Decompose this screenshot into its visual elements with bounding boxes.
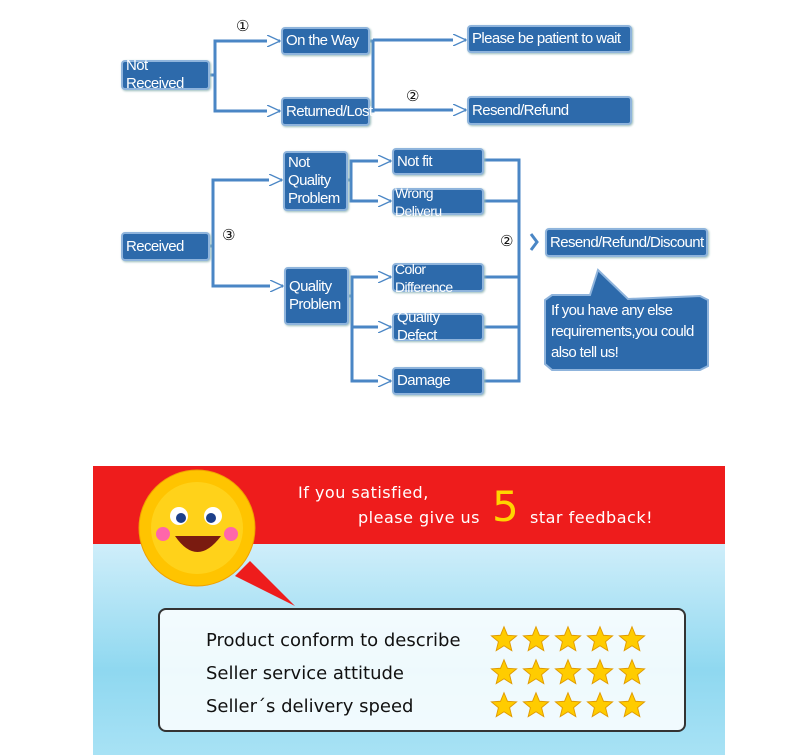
star-icon	[586, 625, 614, 652]
speech-bubble-shape	[544, 268, 709, 371]
star-icon	[490, 625, 518, 652]
node-resend-refund: Resend/Refund	[467, 96, 632, 125]
node-not-received: Not Received	[121, 57, 210, 92]
five-star-number: 5	[492, 482, 519, 531]
feedback-line-2-prefix: please give us	[358, 508, 480, 527]
star-rating-service	[490, 658, 646, 686]
step-marker-1: ①	[236, 17, 250, 35]
node-received: Received	[121, 232, 210, 261]
node-returned-lost: Returned/Lost	[281, 97, 373, 126]
connector-lines	[209, 0, 709, 420]
node-damage: Damage	[392, 367, 484, 395]
node-quality-problem: Quality Problem	[284, 267, 349, 325]
node-color-difference: Color Difference	[392, 261, 484, 295]
node-not-quality-problem: Not Quality Problem	[283, 151, 348, 211]
rating-label-product: Product conform to describe	[206, 630, 461, 651]
node-wrong-delivery: Wrong Deliveru	[392, 185, 484, 219]
step-marker-3: ③	[222, 226, 236, 244]
star-icon	[618, 625, 646, 652]
node-wait: Please be patient to wait	[467, 25, 632, 53]
star-icon	[554, 658, 582, 685]
node-not-fit: Not fit	[392, 148, 484, 175]
star-rating-delivery	[490, 691, 646, 719]
star-icon	[618, 691, 646, 718]
star-icon	[586, 658, 614, 685]
star-icon	[522, 691, 550, 718]
star-icon	[618, 658, 646, 685]
node-on-the-way: On the Way	[281, 27, 370, 55]
speech-bubble-note: If you have any else requirements,you co…	[551, 302, 694, 361]
sun-mascot-icon	[138, 469, 295, 606]
star-icon	[586, 691, 614, 718]
feedback-line-1: If you satisfied,	[298, 483, 429, 502]
star-icon	[554, 625, 582, 652]
rating-label-service: Seller service attitude	[206, 663, 405, 684]
step-marker-2: ②	[406, 87, 420, 105]
star-icon	[522, 625, 550, 652]
step-marker-2b: ②	[500, 232, 514, 250]
star-icon	[522, 658, 550, 685]
node-quality-defect: Quality Defect	[392, 309, 484, 344]
rating-label-delivery: Seller´s delivery speed	[206, 696, 414, 717]
star-rating-product	[490, 625, 646, 653]
star-icon	[490, 691, 518, 718]
star-icon	[554, 691, 582, 718]
ratings-panel: Product conform to describe Seller servi…	[158, 608, 686, 732]
star-icon	[490, 658, 518, 685]
feedback-line-2-suffix: star feedback!	[530, 508, 653, 527]
node-resend-refund-discount: Resend/Refund/Discount	[545, 228, 708, 257]
